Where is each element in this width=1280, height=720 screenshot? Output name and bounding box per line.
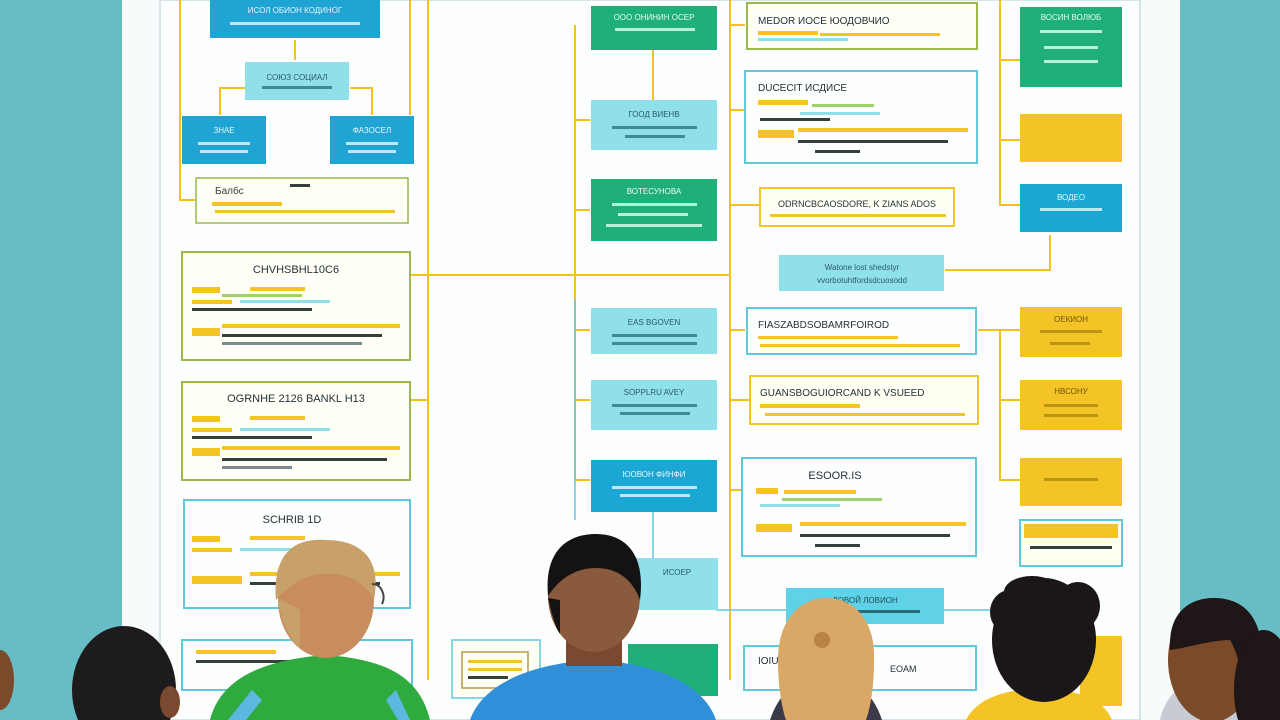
- node-mid-2: [591, 100, 717, 150]
- node-left-b-label: ФАЗОСЕЛ: [353, 126, 391, 135]
- person-curly-hair: [966, 576, 1112, 720]
- note-left-label: Балбс: [215, 185, 244, 197]
- person-left-dark-hair: [72, 626, 180, 720]
- card-right-2-title: DUCECIT ИСДИСЕ: [758, 83, 847, 94]
- node-mid-4: [591, 308, 717, 354]
- card-right-3-title: ODRNCBCAOSDORE, K ZIANS ADOS: [778, 199, 936, 209]
- card-right-1: [746, 2, 978, 50]
- card-right-7-title-b: EOAM: [890, 664, 917, 674]
- node-left-mid-label: СОЮЗ СОЦИАЛ: [266, 73, 327, 82]
- node-far-4-label: ОЕКИОН: [1054, 315, 1088, 324]
- node-left-b: [330, 116, 414, 164]
- node-left-a-label: ЗНАЕ: [213, 126, 234, 135]
- person-boy-green: [210, 539, 430, 720]
- node-far-2: [1020, 114, 1122, 162]
- node-left-mid: [245, 62, 349, 100]
- node-mid-2-label: ГООД ВИЕНВ: [628, 110, 679, 119]
- card-right-4-title: FIASZABDSOBAMRFOIROD: [758, 320, 889, 331]
- node-top-left: [210, 0, 380, 38]
- card-right-7-title: IOIU: [758, 656, 779, 667]
- node-bottom-center-label: ДОВОЙ ЛОВИОН: [832, 596, 898, 605]
- person-girl-blonde: [770, 598, 882, 720]
- card-right-4: [746, 307, 977, 355]
- card-3-title: SCHRIB 1D: [263, 514, 322, 526]
- card-2-title: OGRNHE 2126 BANKL H13: [227, 393, 365, 405]
- center-note-label-2: vvorbotuhtfordsdcuosodd: [817, 276, 907, 285]
- person-right-edge: [1160, 598, 1280, 720]
- person-far-left: [0, 650, 14, 710]
- node-top-left-label: ИСОЛ ОБИОН КОДИНОГ: [248, 6, 343, 15]
- card-right-6-title: ESOOR.IS: [808, 470, 861, 482]
- node-mid-7-label: ИСОЕР: [663, 568, 691, 577]
- node-far-5-label: НВСОНУ: [1054, 387, 1088, 396]
- card-right-3: [759, 187, 955, 227]
- node-mid-6-label: ЮОВОН ФИНФИ: [623, 470, 686, 479]
- node-mid-4-label: EAS BGOVEN: [628, 318, 681, 327]
- node-mid-top-label: ООО ОНИНИН ОСЕР: [614, 13, 695, 22]
- card-right-2: [744, 70, 978, 164]
- person-center-blue: [470, 534, 716, 720]
- center-note: [779, 255, 944, 291]
- node-far-1-label: ВОСИН ВОЛЮБ: [1041, 13, 1102, 22]
- card-1-title: CHVHSBHL10C6: [253, 264, 339, 276]
- card-right-5: [749, 375, 979, 425]
- node-far-3-label: ВОДЕО: [1057, 193, 1085, 202]
- node-far-6: [1020, 458, 1122, 506]
- node-mid-3-label: ВОТЕСУНОВА: [627, 187, 682, 196]
- card-right-1-title: MEDOR ИОСЕ ЮОДОВЧИО: [758, 16, 890, 27]
- center-note-label: Watone lost shedstyr: [825, 263, 900, 272]
- node-left-a: [182, 116, 266, 164]
- node-mid-3: [591, 179, 717, 241]
- connector-lines: [179, 0, 1051, 680]
- node-mid-5-label: SOPPLRU AVEY: [624, 388, 685, 397]
- card-right-5-title: GUANSBOGUIORCAND K VSUEED: [760, 388, 924, 399]
- node-mid-7: [636, 558, 718, 610]
